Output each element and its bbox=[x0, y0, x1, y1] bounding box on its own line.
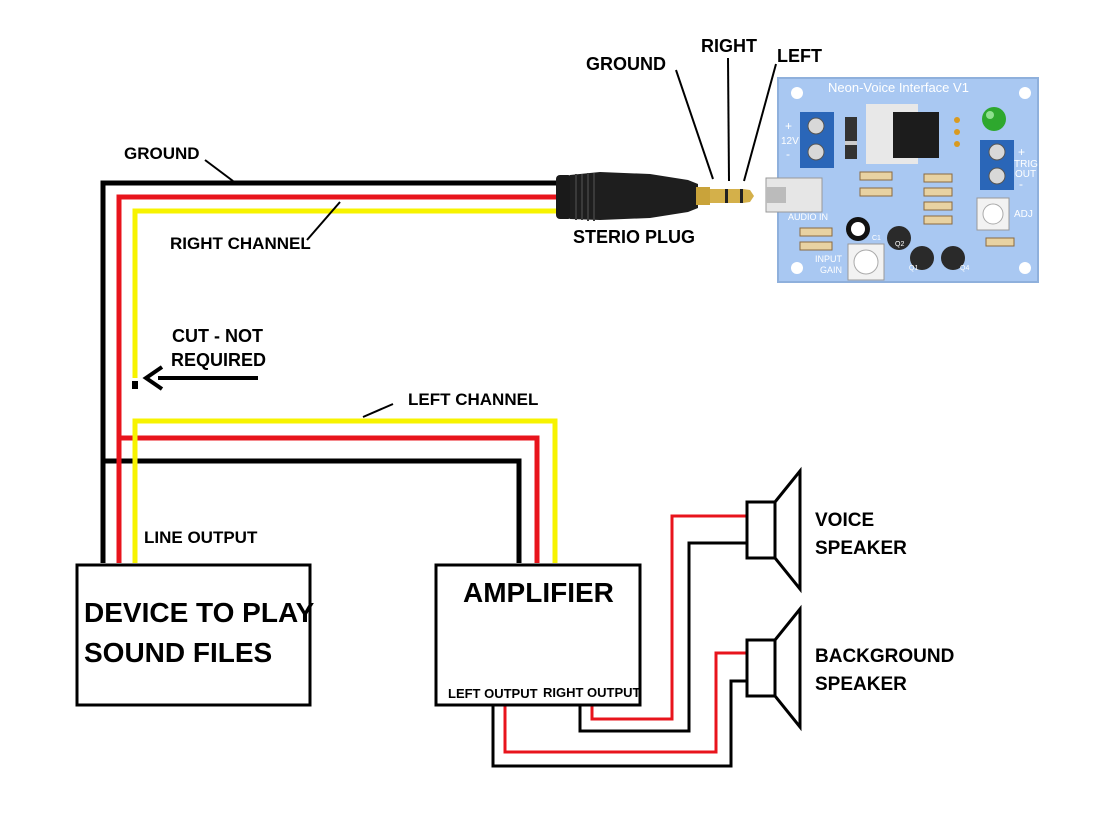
board-adj: ADJ bbox=[1014, 209, 1033, 220]
right-channel-label: RIGHT CHANNEL bbox=[170, 234, 311, 253]
annotation-lines bbox=[204, 57, 777, 418]
voice-speaker-label-line2: SPEAKER bbox=[815, 538, 907, 559]
amplifier-label: AMPLIFIER bbox=[463, 577, 614, 608]
line-output-label: LINE OUTPUT bbox=[144, 528, 258, 547]
amplifier-box bbox=[434, 563, 642, 707]
voice-speaker-label-line1: VOICE bbox=[815, 510, 874, 531]
board-q4: Q4 bbox=[960, 265, 969, 272]
board-minus-right: - bbox=[1019, 177, 1023, 191]
background-speaker bbox=[745, 604, 802, 732]
device-label-line2: SOUND FILES bbox=[84, 637, 272, 668]
board-c1: C1 bbox=[872, 235, 881, 242]
ground-wire bbox=[100, 180, 565, 563]
board-out: OUT bbox=[1015, 169, 1036, 180]
cut-label-line2: REQUIRED bbox=[171, 350, 266, 370]
board-12v: 12V bbox=[781, 136, 799, 147]
board-gain: GAIN bbox=[820, 265, 842, 275]
board-plus-right: + bbox=[1018, 145, 1025, 159]
left-channel-wire bbox=[132, 208, 565, 563]
left-channel-label: LEFT CHANNEL bbox=[408, 390, 538, 409]
ground-wire-label: GROUND bbox=[124, 144, 200, 163]
board-q2: Q2 bbox=[895, 241, 904, 248]
board-q1: Q1 bbox=[909, 265, 918, 272]
voice-speaker-wires bbox=[578, 514, 746, 733]
cut-mark bbox=[132, 381, 138, 389]
board-plus-left: + bbox=[785, 119, 792, 133]
cut-arrow bbox=[142, 365, 258, 391]
ground-top-label: GROUND bbox=[586, 54, 666, 74]
cut-label-line1: CUT - NOT bbox=[172, 326, 263, 346]
right-output-label: RIGHT OUTPUT bbox=[543, 685, 641, 700]
background-speaker-label-line1: BACKGROUND bbox=[815, 646, 954, 667]
left-top-label: LEFT bbox=[777, 46, 822, 66]
device-label-line1: DEVICE TO PLAY bbox=[84, 597, 315, 628]
right-top-label: RIGHT bbox=[701, 36, 757, 56]
background-speaker-label-line2: SPEAKER bbox=[815, 674, 907, 695]
board-input: INPUT bbox=[815, 254, 843, 264]
device-box bbox=[75, 563, 312, 707]
stereo-plug bbox=[556, 172, 754, 221]
voice-speaker bbox=[745, 466, 802, 594]
left-output-label: LEFT OUTPUT bbox=[448, 686, 538, 701]
circuit-board: Neon-Voice Interface V1 + 12V - + TRIG O… bbox=[765, 77, 1039, 283]
board-audio-in: AUDIO IN bbox=[788, 212, 828, 222]
background-speaker-wires bbox=[491, 651, 746, 768]
sterio-plug-label: STERIO PLUG bbox=[573, 227, 695, 247]
board-trig: TRIG bbox=[1014, 159, 1038, 170]
board-minus-left: - bbox=[786, 147, 790, 161]
right-channel-wire bbox=[116, 194, 565, 563]
board-title: Neon-Voice Interface V1 bbox=[828, 80, 969, 95]
